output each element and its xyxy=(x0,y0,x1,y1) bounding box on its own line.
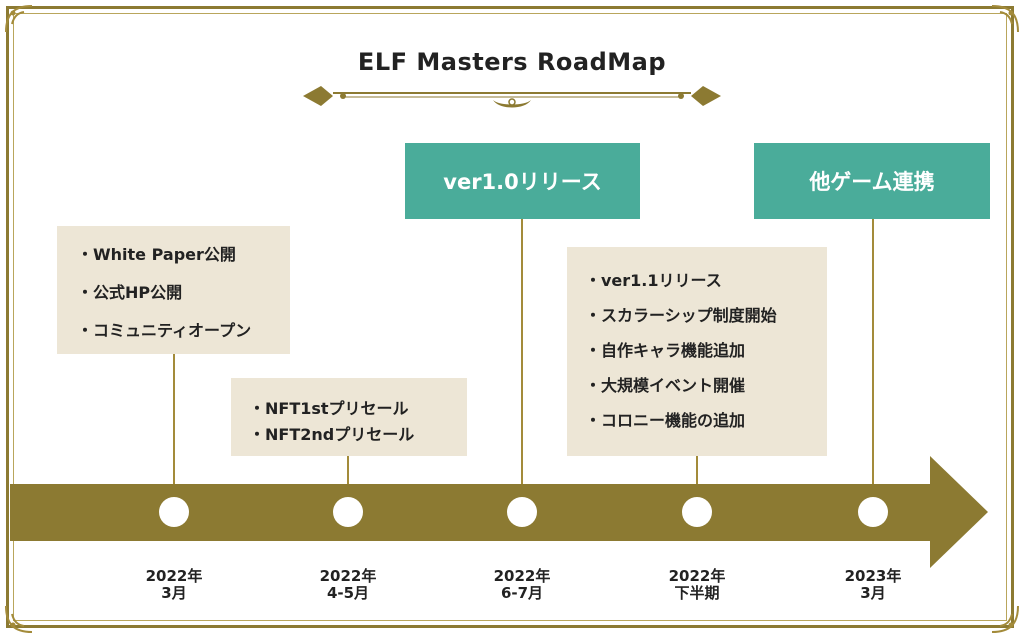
inner-frame-border xyxy=(13,13,1007,621)
list-item: ・White Paper公開 xyxy=(77,245,236,264)
date-label-2022-second-half: 2022年 下半期 xyxy=(637,568,757,602)
date-period: 6-7月 xyxy=(500,584,544,602)
detail-box-2022-apr-may: ・NFT1stプリセール ・NFT2ndプリセール xyxy=(231,378,467,456)
list-item: ・大規模イベント開催 xyxy=(585,376,746,395)
list-item: ・自作キャラ機能追加 xyxy=(585,341,746,360)
corner-ornament-bottom-left xyxy=(5,605,33,633)
connector-line-1 xyxy=(173,354,175,484)
list-item: ・ver1.1リリース xyxy=(585,271,722,290)
list-item: ・コミュニティオープン xyxy=(77,321,252,340)
date-label-2022-march: 2022年 3月 xyxy=(114,568,234,602)
list-item: ・スカラーシップ制度開始 xyxy=(585,306,777,325)
date-year: 2022年 xyxy=(668,567,726,585)
date-label-2022-apr-may: 2022年 4-5月 xyxy=(288,568,408,602)
title-ornament-divider xyxy=(303,86,721,108)
corner-ornament-bottom-right xyxy=(991,605,1019,633)
date-year: 2022年 xyxy=(145,567,203,585)
milestone-game-integration: 他ゲーム連携 xyxy=(754,143,990,219)
date-period: 3月 xyxy=(161,584,187,602)
roadmap-title: ELF Masters RoadMap xyxy=(357,48,667,76)
date-year: 2022年 xyxy=(319,567,377,585)
timeline-dot xyxy=(159,497,189,527)
timeline-dot xyxy=(507,497,537,527)
detail-box-2022-march: ・White Paper公開 ・公式HP公開 ・コミュニティオープン xyxy=(57,226,290,354)
corner-ornament-top-left xyxy=(5,5,33,33)
timeline-dot xyxy=(858,497,888,527)
connector-line-5 xyxy=(872,219,874,484)
date-label-2023-march: 2023年 3月 xyxy=(813,568,933,602)
connector-line-2 xyxy=(347,456,349,484)
date-period: 下半期 xyxy=(674,584,720,602)
milestone-ver1-release: ver1.0リリース xyxy=(405,143,640,219)
date-period: 4-5月 xyxy=(326,584,370,602)
date-year: 2022年 xyxy=(493,567,551,585)
timeline-dot xyxy=(682,497,712,527)
date-year: 2023年 xyxy=(844,567,902,585)
list-item: ・公式HP公開 xyxy=(77,283,183,302)
date-period: 3月 xyxy=(860,584,886,602)
detail-box-2022-second-half: ・ver1.1リリース ・スカラーシップ制度開始 ・自作キャラ機能追加 ・大規模… xyxy=(567,247,827,456)
list-item: ・NFT2ndプリセール xyxy=(249,425,415,444)
outer-frame-border xyxy=(6,6,1014,628)
date-label-2022-jun-jul: 2022年 6-7月 xyxy=(462,568,582,602)
list-item: ・コロニー機能の追加 xyxy=(585,411,746,430)
connector-line-4 xyxy=(696,456,698,484)
timeline-dot xyxy=(333,497,363,527)
corner-ornament-top-right xyxy=(991,5,1019,33)
list-item: ・NFT1stプリセール xyxy=(249,399,409,418)
connector-line-3 xyxy=(521,219,523,484)
